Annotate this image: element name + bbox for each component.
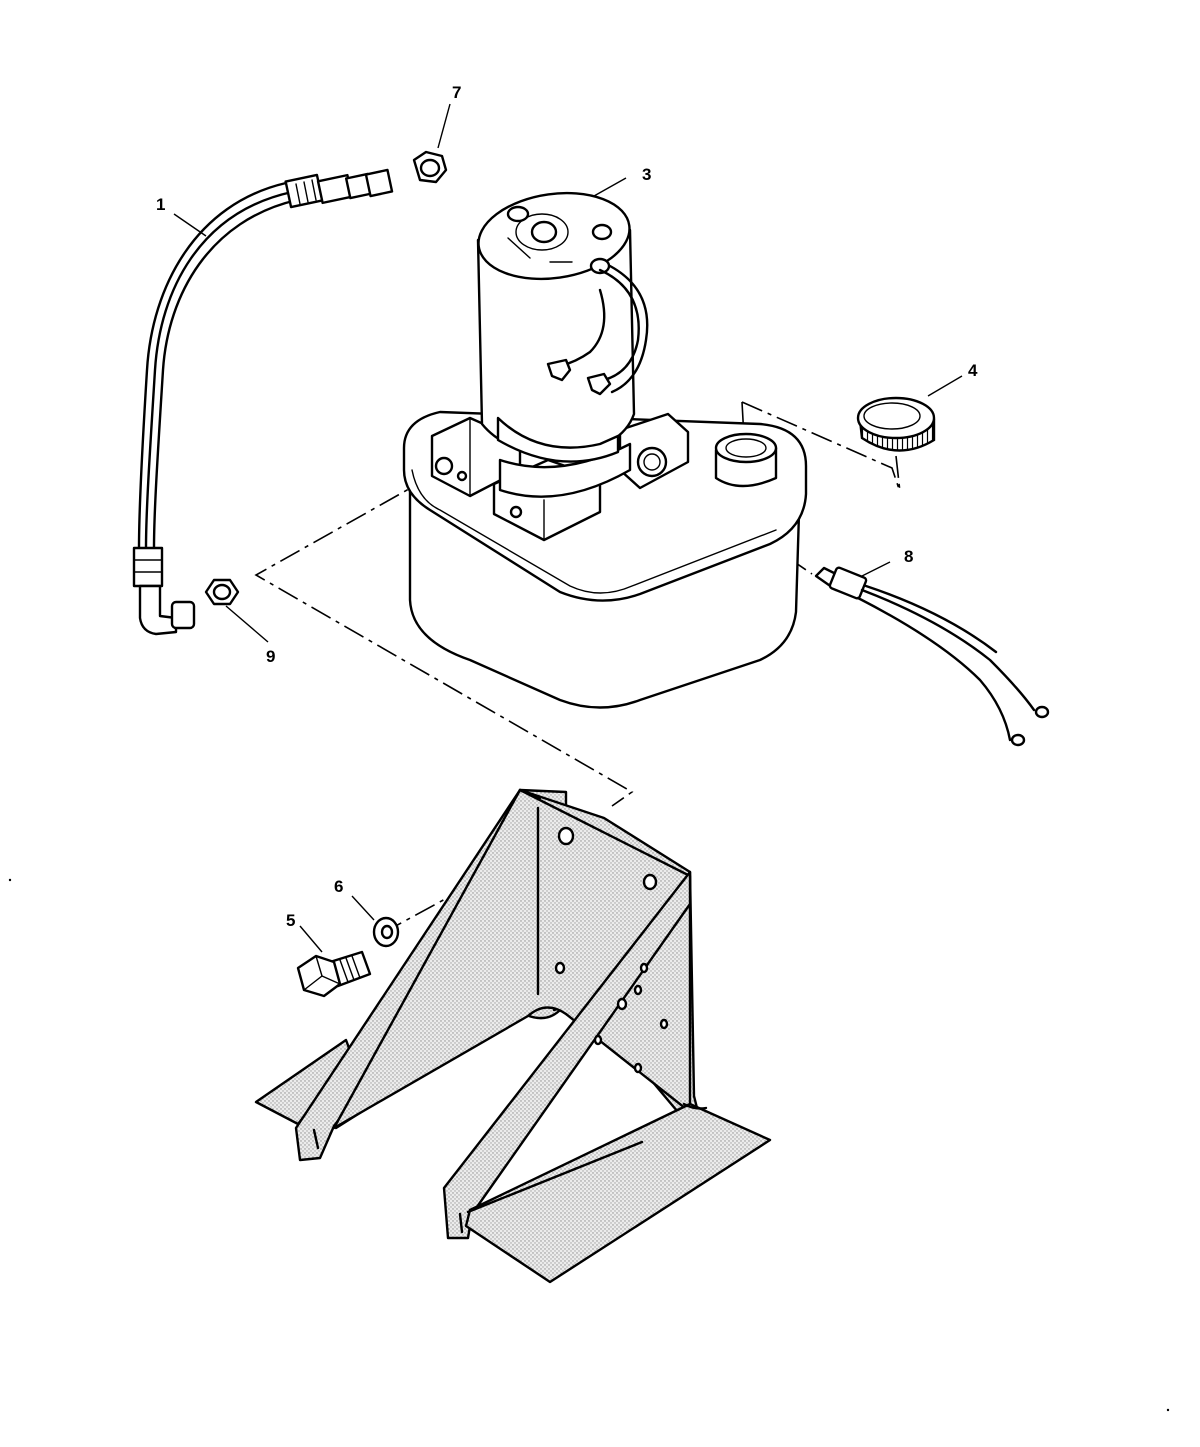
scan-speck bbox=[8, 878, 12, 882]
callout-7: 7 bbox=[452, 83, 461, 102]
callout-5: 5 bbox=[286, 911, 295, 930]
callout-3: 3 bbox=[642, 165, 651, 184]
callout-6: 6 bbox=[334, 877, 343, 896]
callout-labels: 1 3 4 5 6 7 8 9 bbox=[156, 83, 978, 930]
fitting-item-7 bbox=[412, 150, 448, 184]
leader-lines bbox=[173, 103, 963, 953]
callout-8: 8 bbox=[904, 547, 913, 566]
sender-switch-item-8 bbox=[814, 566, 1050, 747]
bolt-item-5 bbox=[296, 950, 372, 998]
mounting-bracket bbox=[254, 788, 772, 1284]
scan-speck bbox=[1166, 1408, 1170, 1412]
electric-motor-item-3 bbox=[476, 191, 649, 463]
filler-cap-item-4 bbox=[856, 396, 936, 452]
pump-manifold bbox=[430, 412, 690, 542]
fitting-item-9 bbox=[204, 578, 240, 606]
callout-1: 1 bbox=[156, 195, 165, 214]
callout-9: 9 bbox=[266, 647, 275, 666]
callout-4: 4 bbox=[968, 361, 978, 380]
hydraulic-hose-assembly bbox=[132, 168, 394, 636]
lock-washer-item-6 bbox=[372, 916, 400, 948]
